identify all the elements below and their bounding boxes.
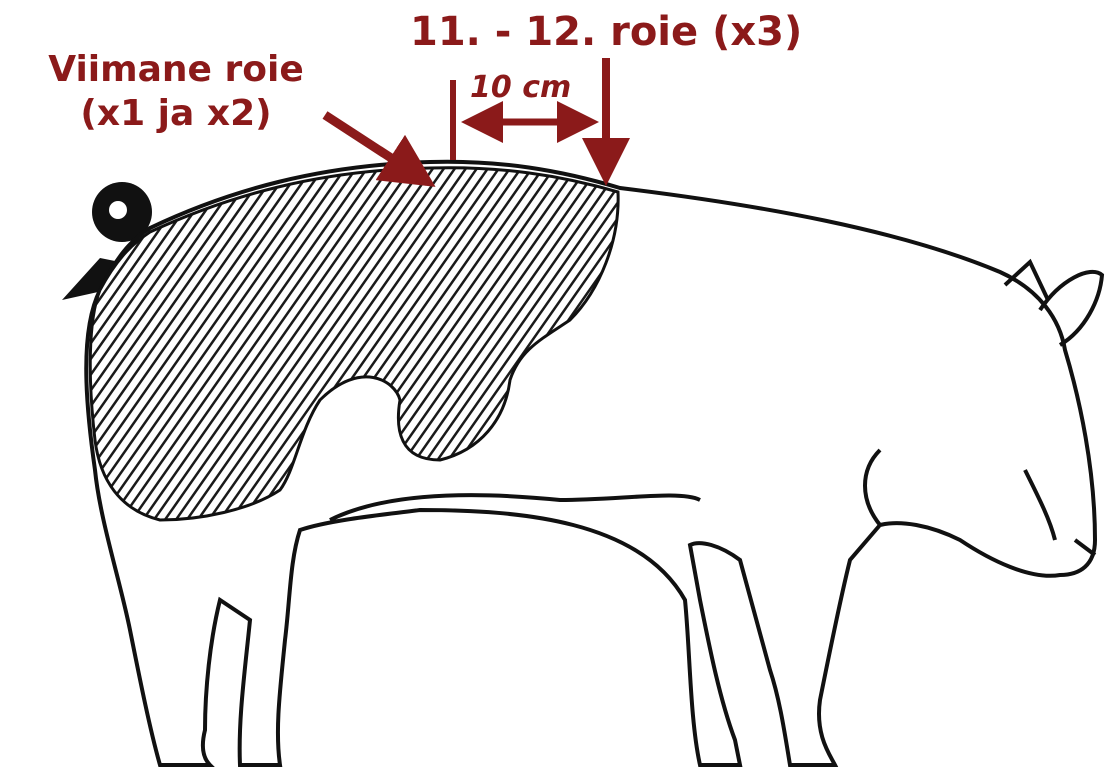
rib-11-12-label: 11. - 12. roie (x3)	[410, 8, 802, 56]
last-rib-label-line2: (x1 ja x2)	[16, 92, 336, 136]
last-rib-label: Viimane roie (x1 ja x2)	[16, 48, 336, 136]
last-rib-label-line1: Viimane roie	[16, 48, 336, 92]
distance-label: 10 cm	[470, 70, 571, 105]
